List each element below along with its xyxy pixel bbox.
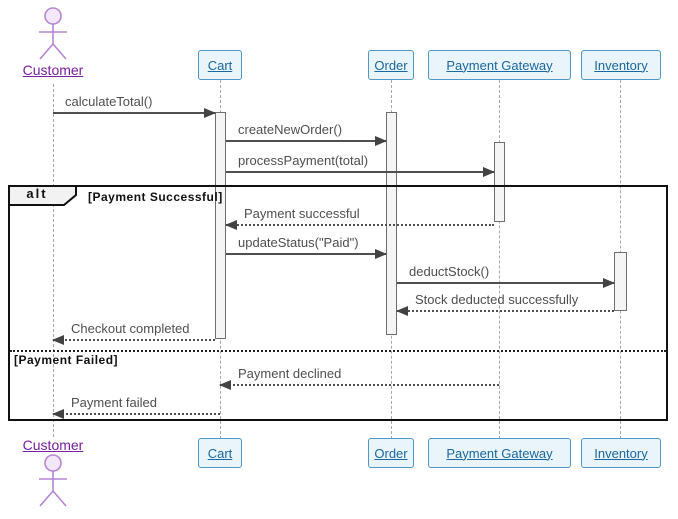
message-label: Checkout completed (71, 321, 190, 336)
message-create-new-order: createNewOrder() (226, 122, 387, 146)
participant-label[interactable]: Inventory (594, 445, 648, 461)
message-update-status: updateStatus("Paid") (226, 235, 387, 259)
alt-section-divider (10, 350, 666, 352)
message-payment-failed: Payment failed (52, 395, 220, 419)
arrow-right-icon (483, 167, 495, 177)
arrow-right-icon (375, 249, 387, 259)
message-line (220, 384, 499, 386)
message-line (53, 413, 220, 415)
arrow-right-icon (375, 136, 387, 146)
participant-payment-gateway-bottom[interactable]: Payment Gateway (428, 438, 571, 468)
message-line (226, 171, 494, 173)
lifeline-customer (53, 84, 54, 437)
arrow-left-icon (396, 306, 408, 316)
participant-payment-gateway-top[interactable]: Payment Gateway (428, 50, 571, 80)
message-stock-deducted: Stock deducted successfully (396, 292, 614, 316)
activation-bar-order (386, 112, 397, 335)
guard-payment-failed: [Payment Failed] (14, 353, 119, 367)
message-line (53, 339, 215, 341)
message-calculate-total: calculateTotal() (53, 94, 216, 118)
message-line (226, 253, 386, 255)
participant-label[interactable]: Order (374, 57, 408, 73)
message-line (53, 112, 215, 114)
actor-figure-top (33, 6, 73, 67)
message-payment-successful: Payment successful (225, 206, 494, 230)
participant-label[interactable]: Payment Gateway (446, 445, 553, 461)
message-line (226, 140, 386, 142)
message-process-payment: processPayment(total) (226, 153, 495, 177)
arrow-left-icon (52, 335, 64, 345)
message-line (397, 282, 614, 284)
arrow-left-icon (52, 409, 64, 419)
participant-label[interactable]: Payment Gateway (446, 57, 553, 73)
participant-inventory-top[interactable]: Inventory (581, 50, 661, 80)
participant-order-top[interactable]: Order (368, 50, 414, 80)
guard-payment-successful: [Payment Successful] (88, 190, 223, 204)
activation-bar-payment-gateway (494, 142, 505, 222)
arrow-right-icon (603, 278, 615, 288)
stick-figure-icon (39, 7, 67, 60)
message-line (397, 310, 614, 312)
message-label: Payment declined (238, 366, 342, 381)
participant-label[interactable]: Inventory (594, 57, 648, 73)
alt-frame: alt [Payment Successful] [Payment Failed… (8, 185, 668, 421)
message-label: processPayment(total) (238, 153, 369, 168)
message-label: deductStock() (409, 264, 490, 279)
message-checkout-completed: Checkout completed (52, 321, 215, 345)
message-label: calculateTotal() (65, 94, 153, 109)
participant-label[interactable]: Order (374, 445, 408, 461)
arrow-left-icon (219, 380, 231, 390)
actor-label-customer-bottom[interactable]: Customer (22, 437, 84, 453)
alt-operator-pentagon: alt (8, 185, 78, 211)
participant-order-bottom[interactable]: Order (368, 438, 414, 468)
arrow-right-icon (204, 108, 216, 118)
arrow-left-icon (225, 220, 237, 230)
actor-label-customer-top[interactable]: Customer (22, 62, 84, 78)
message-label: Payment successful (244, 206, 360, 221)
alt-pentagon-shape (8, 185, 77, 206)
participant-cart-bottom[interactable]: Cart (198, 438, 242, 468)
alt-operator-label: alt (26, 186, 48, 201)
participant-inventory-bottom[interactable]: Inventory (581, 438, 661, 468)
message-label: Payment failed (71, 395, 157, 410)
lifeline-payment-gateway (499, 80, 500, 439)
message-payment-declined: Payment declined (219, 366, 499, 390)
message-label: createNewOrder() (238, 122, 343, 137)
actor-figure-bottom (33, 453, 73, 518)
stick-figure-icon (39, 454, 67, 507)
participant-label[interactable]: Cart (207, 57, 233, 73)
participant-label[interactable]: Cart (207, 445, 233, 461)
message-line (226, 224, 494, 226)
message-deduct-stock: deductStock() (397, 264, 615, 288)
message-label: updateStatus("Paid") (238, 235, 359, 250)
message-label: Stock deducted successfully (415, 292, 579, 307)
participant-cart-top[interactable]: Cart (198, 50, 242, 80)
